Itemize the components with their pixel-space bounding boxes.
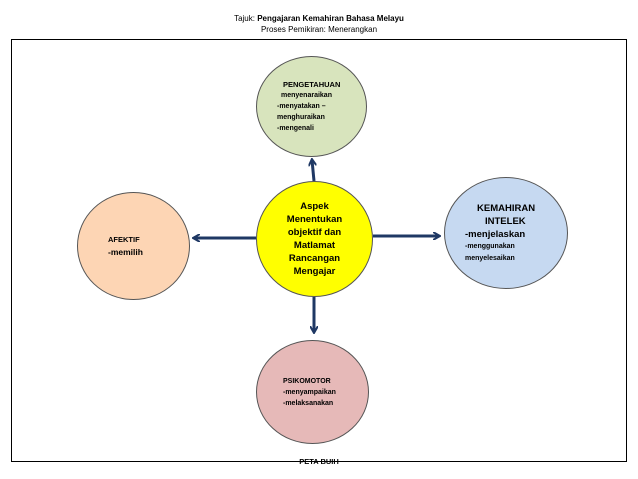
psychomotor-heading: PSIKOMOTOR xyxy=(283,377,331,385)
central-line: Mengajar xyxy=(293,266,336,277)
central-line: Matlamat xyxy=(293,240,336,251)
central-line: Aspek xyxy=(300,201,329,212)
intellect-item: menyelesaikan xyxy=(465,254,515,262)
central-line: Menentukan xyxy=(286,214,343,225)
intellect-skill-bubble: KEMAHIRAN INTELEK -menjelaskan -mengguna… xyxy=(444,177,568,289)
arrow-to-top xyxy=(312,160,314,182)
psychomotor-bubble: PSIKOMOTOR -menyampaikan -melaksanakan xyxy=(256,340,369,444)
knowledge-item: -mengenali xyxy=(277,125,314,132)
affective-item: -memilih xyxy=(108,247,143,257)
title-prefix: Tajuk: xyxy=(234,14,258,23)
knowledge-heading: PENGETAHUAN xyxy=(283,80,341,89)
affective-heading: AFEKTIF xyxy=(108,235,140,244)
knowledge-item: menyenaraikan xyxy=(281,92,332,99)
central-line: objektif dan xyxy=(287,227,342,238)
central-line: Rancangan xyxy=(288,253,341,264)
central-bubble: Aspek Menentukan objektif dan Matlamat R… xyxy=(256,181,373,297)
knowledge-item: menghuraikan xyxy=(277,114,325,121)
intellect-heading: INTELEK xyxy=(485,215,526,227)
title-main: Pengajaran Kemahiran Bahasa Melayu xyxy=(257,14,404,23)
affective-bubble: AFEKTIF -memilih xyxy=(77,192,190,300)
intellect-heading: KEMAHIRAN xyxy=(477,202,536,214)
psychomotor-item: -menyampaikan xyxy=(283,388,336,396)
psychomotor-item: -melaksanakan xyxy=(283,399,334,407)
knowledge-item: -menyatakan – xyxy=(277,103,326,110)
intellect-item: -menjelaskan xyxy=(465,228,526,240)
page-title: Tajuk: Pengajaran Kemahiran Bahasa Melay… xyxy=(0,14,638,24)
page-subtitle: Proses Pemikiran: Menerangkan xyxy=(260,25,378,34)
knowledge-bubble: PENGETAHUAN menyenaraikan -menyatakan – … xyxy=(256,56,367,157)
diagram-frame xyxy=(11,39,627,462)
footer-label: PETA BUIH xyxy=(299,457,339,466)
intellect-item: -menggunakan xyxy=(465,242,515,250)
